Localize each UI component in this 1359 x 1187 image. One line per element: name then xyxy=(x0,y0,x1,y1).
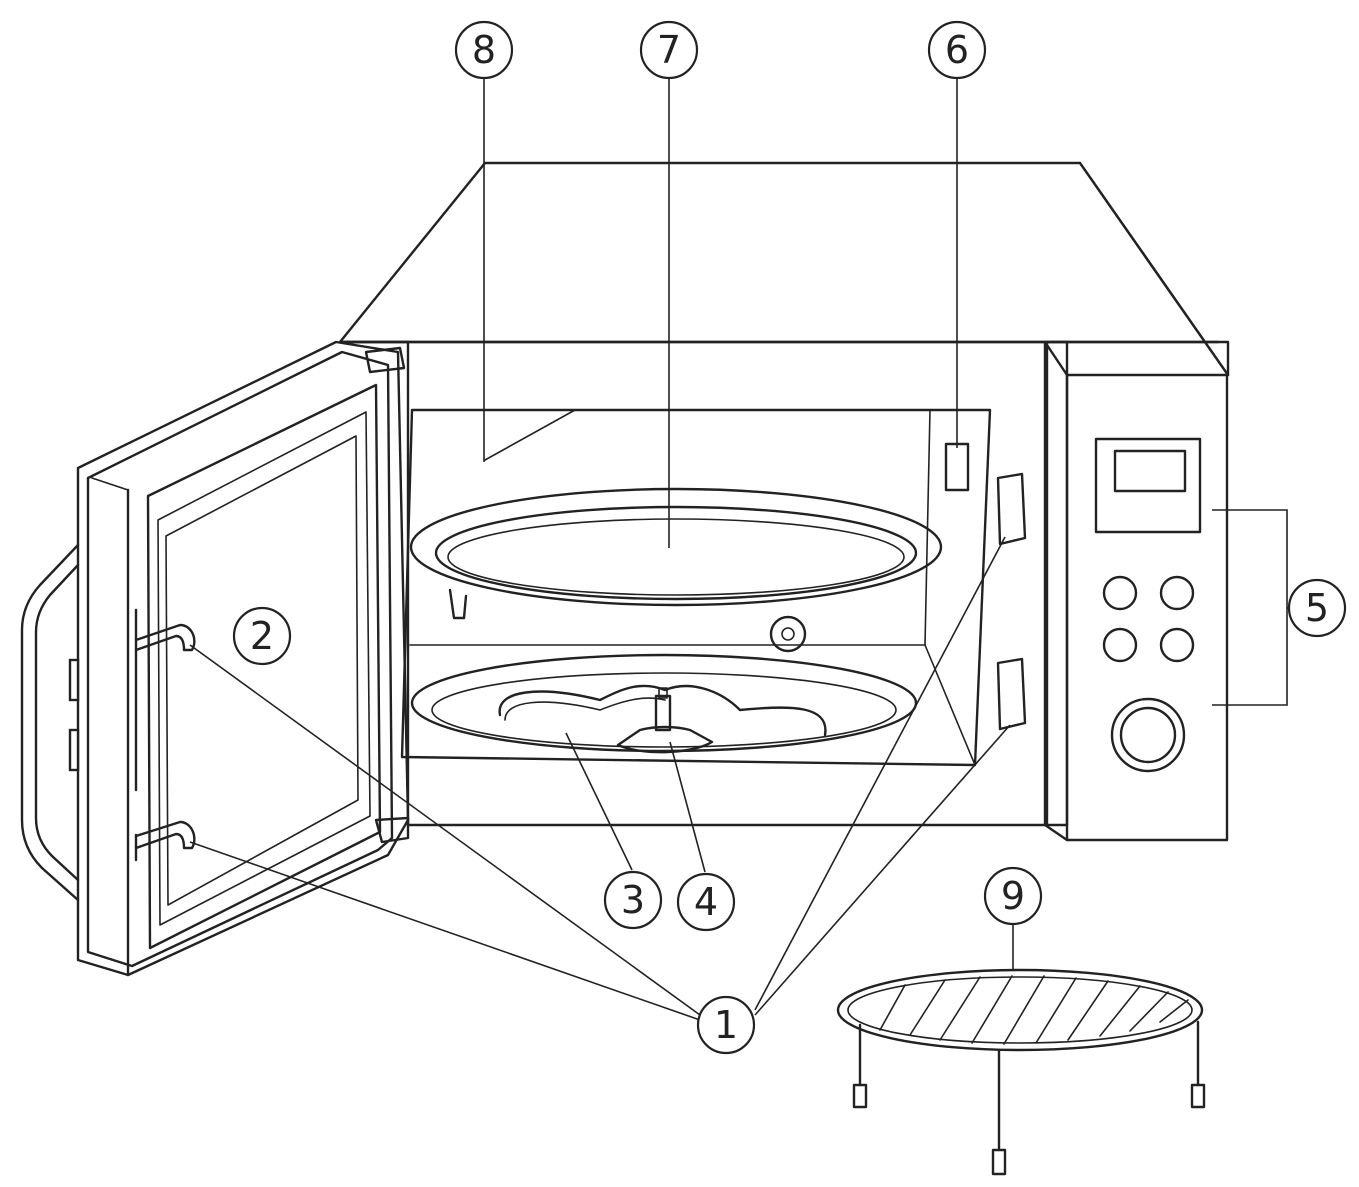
glass-tray xyxy=(409,487,943,620)
panel-button-3 xyxy=(1102,627,1138,663)
shaft-boss xyxy=(769,615,807,653)
svg-text:8: 8 xyxy=(472,28,496,72)
svg-text:9: 9 xyxy=(1001,874,1025,918)
panel-button-4 xyxy=(1159,627,1195,663)
control-panel xyxy=(1043,340,1229,842)
svg-text:5: 5 xyxy=(1305,586,1329,630)
svg-text:1: 1 xyxy=(714,1003,738,1047)
callout-4: 4 xyxy=(676,872,736,932)
callout-7: 7 xyxy=(639,20,699,80)
callout-8: 8 xyxy=(454,20,514,80)
callout-6: 6 xyxy=(927,20,987,80)
callout-2: 2 xyxy=(232,606,292,666)
oven-cavity xyxy=(400,408,1027,767)
svg-text:6: 6 xyxy=(945,28,969,72)
callouts: 1 2 3 4 5 6 7 8 xyxy=(232,20,1347,1055)
oven-door xyxy=(20,340,410,977)
display-screen xyxy=(1113,449,1187,493)
interlock-slot-lower xyxy=(996,657,1027,731)
panel-button-1 xyxy=(1102,575,1138,611)
svg-text:7: 7 xyxy=(657,28,681,72)
callout-1: 1 xyxy=(696,995,756,1055)
grill-rack xyxy=(836,968,1206,1176)
callout-9: 9 xyxy=(983,866,1043,926)
mica-cover xyxy=(944,442,970,492)
panel-button-2 xyxy=(1159,575,1195,611)
interlock-slot-upper xyxy=(996,472,1027,546)
svg-text:4: 4 xyxy=(694,880,718,924)
svg-text:2: 2 xyxy=(250,614,274,658)
control-knob xyxy=(1110,697,1186,773)
display-frame xyxy=(1094,437,1202,534)
roller-ring-and-coupler xyxy=(410,653,918,754)
svg-text:3: 3 xyxy=(621,878,645,922)
leader-lines xyxy=(189,78,1290,1021)
callout-3: 3 xyxy=(603,870,663,930)
microwave-body xyxy=(338,161,1230,827)
callout-5: 5 xyxy=(1287,578,1347,638)
